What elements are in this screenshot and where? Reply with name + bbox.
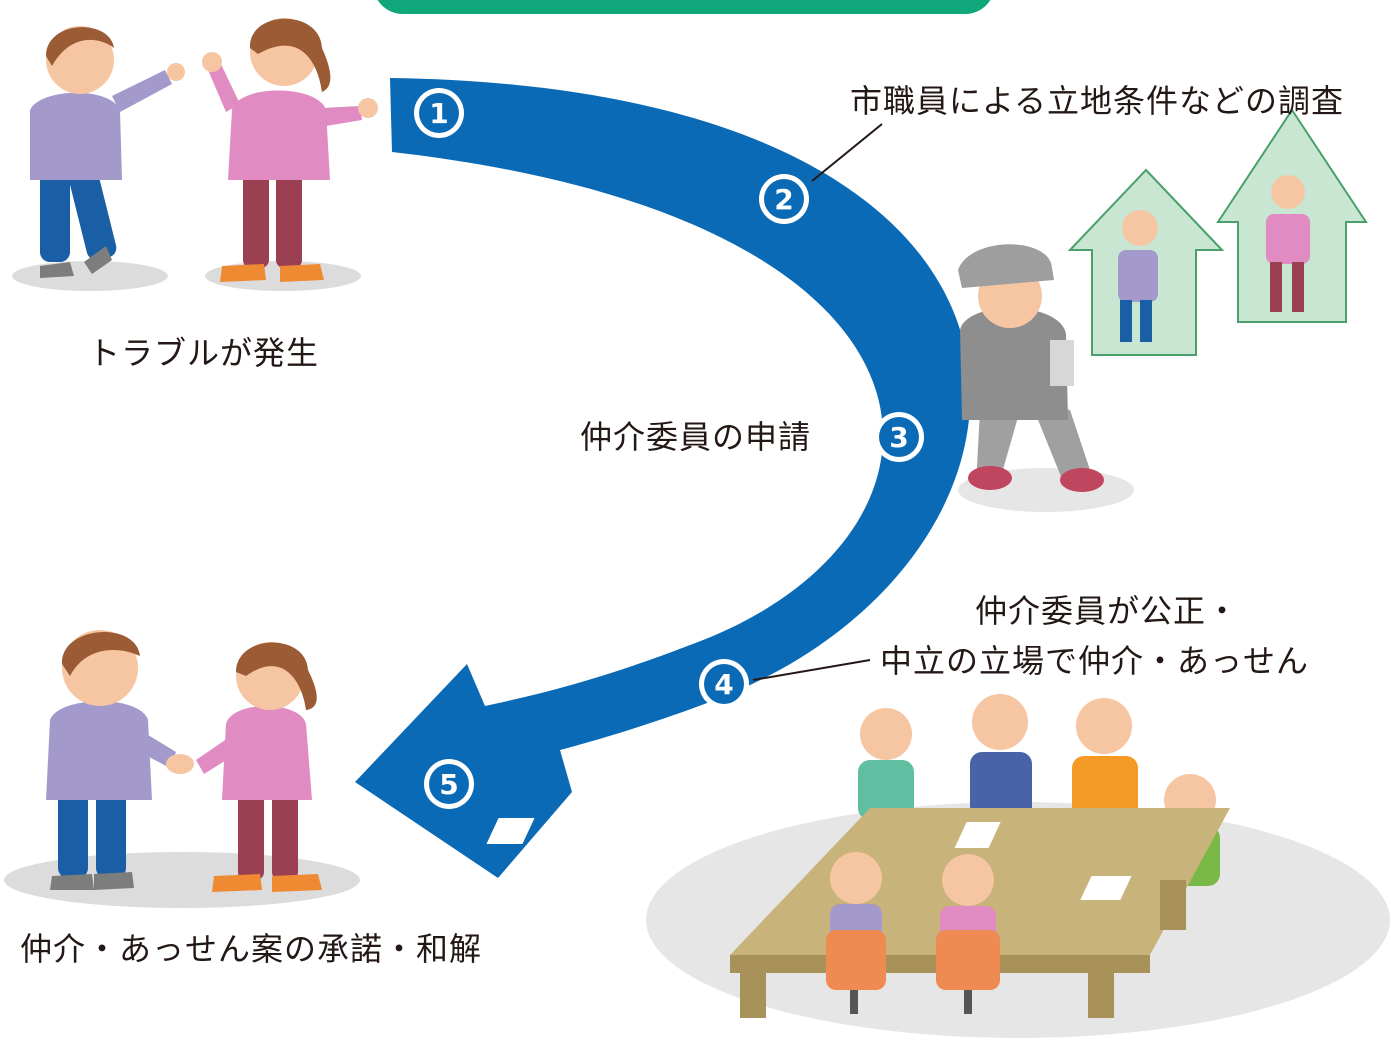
label-survey: 市職員による立地条件などの調査: [850, 82, 1345, 120]
step-badge-2: 2: [759, 174, 809, 224]
title-banner: [373, 0, 995, 14]
label-trouble: トラブルが発生: [88, 334, 320, 372]
arguing-couple-icon: [12, 18, 378, 291]
step-badge-5: 5: [424, 759, 474, 809]
flow-arrow: [355, 78, 971, 878]
step-badge-1: 1: [414, 88, 464, 138]
step-badge-3: 3: [874, 412, 924, 462]
step-number: 2: [774, 183, 793, 216]
step-number: 5: [439, 768, 458, 801]
city-staff-walking-icon: [958, 244, 1134, 512]
meeting-table-icon: [486, 694, 1390, 1038]
handshake-couple-icon: [4, 630, 360, 908]
label-mediation-line2: 中立の立場で仲介・あっせん: [880, 642, 1310, 680]
step-number: 3: [889, 421, 908, 454]
label-apply: 仲介委員の申請: [580, 418, 812, 456]
step-number: 4: [714, 668, 733, 701]
survey-callout-line: [811, 123, 883, 182]
step-number: 1: [429, 97, 448, 130]
step-badge-4: 4: [699, 659, 749, 709]
label-settlement: 仲介・あっせん案の承諾・和解: [20, 930, 483, 968]
label-mediation-line1: 仲介委員が公正・: [975, 592, 1240, 630]
house-icon: [1067, 108, 1368, 356]
mediation-callout-line: [752, 659, 871, 681]
